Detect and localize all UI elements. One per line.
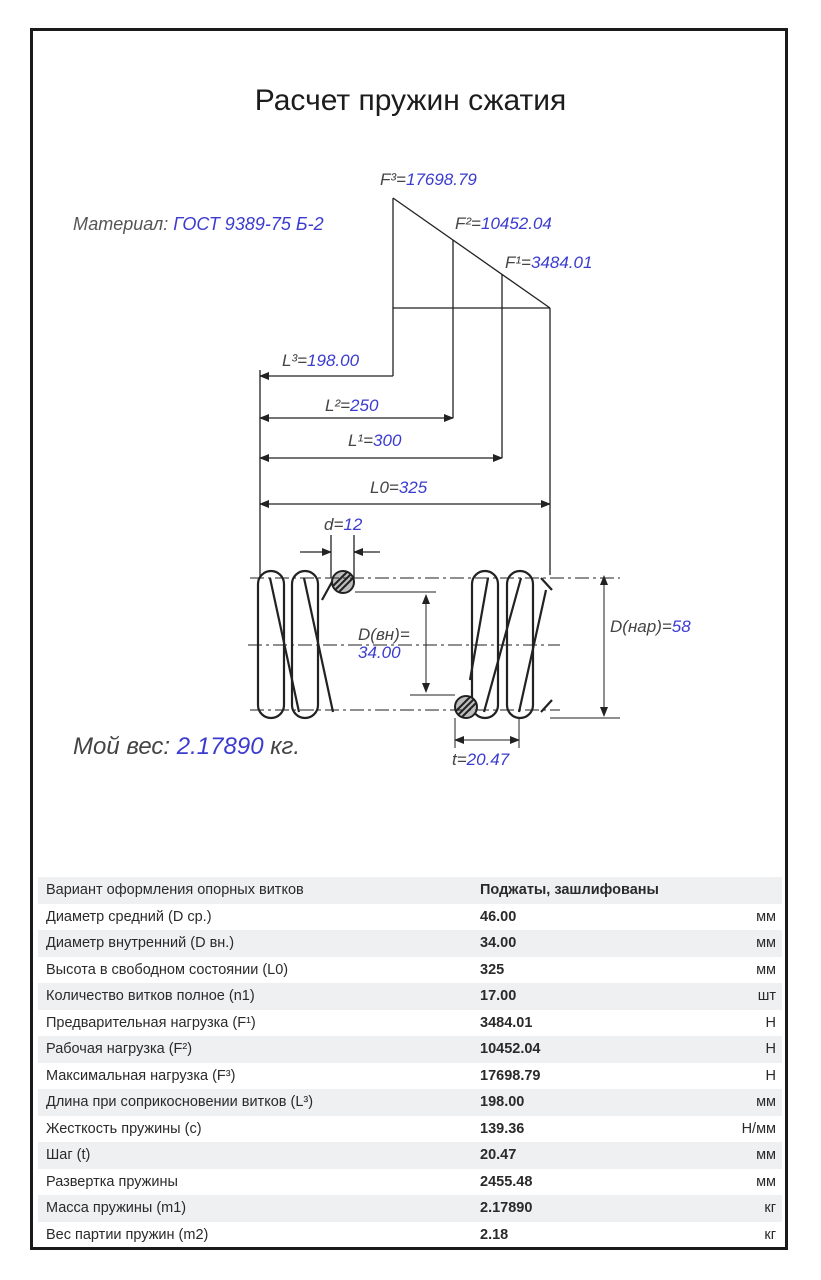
table-cell-unit: мм: [756, 908, 776, 925]
table-cell-unit: кг: [764, 1226, 776, 1243]
table-cell-name: Длина при соприкосновении витков (L³): [38, 1089, 472, 1116]
l3-label: L³=198.00: [282, 351, 360, 370]
table-cell-unit: мм: [756, 961, 776, 978]
table-cell-unit: мм: [698, 1142, 782, 1169]
table-cell-name: Жесткость пружины (c): [46, 1120, 202, 1137]
page-title: Расчет пружин сжатия: [254, 84, 567, 117]
table-row: Диаметр средний (D ср.) 46.00 мм: [38, 904, 782, 931]
table-cell-value: 2.18: [480, 1226, 509, 1243]
table-cell-value: 10452.04: [472, 1036, 698, 1063]
table-cell-name: Вариант оформления опорных витков: [38, 877, 472, 904]
table-cell-name: Количество витков полное (n1): [38, 983, 472, 1010]
wire-sections: [331, 570, 478, 719]
table-cell-name: Рабочая нагрузка (F²): [38, 1036, 472, 1063]
force-diagram: [259, 197, 551, 575]
table-cell-value: 139.36: [480, 1120, 525, 1137]
table-cell-value: 20.47: [472, 1142, 698, 1169]
table-cell-value: 17698.79: [480, 1067, 541, 1084]
table-cell-unit: шт: [698, 983, 782, 1010]
table-cell-name: Диаметр средний (D ср.): [46, 908, 212, 925]
table-cell-name: Высота в свободном состоянии (L0): [46, 961, 289, 978]
table-cell-name: Вес партии пружин (m2): [46, 1226, 209, 1243]
table-cell-unit: кг: [698, 1195, 782, 1222]
f2-label: F²=10452.04: [455, 214, 552, 233]
d-outer-label: D(нар)=58: [610, 617, 691, 636]
table-cell-unit: Н: [765, 1067, 776, 1084]
length-dimensions: [259, 370, 551, 578]
table-cell-name: Предварительная нагрузка (F¹): [46, 1014, 256, 1031]
reference-lines: [248, 575, 620, 719]
table-cell-name: Шаг (t): [38, 1142, 472, 1169]
table-cell-value: 2455.48: [480, 1173, 533, 1190]
table-row: Длина при соприкосновении витков (L³)198…: [38, 1089, 782, 1116]
table-cell-unit: мм: [698, 1089, 782, 1116]
table-cell-unit: мм: [698, 930, 782, 957]
l1-label: L¹=300: [348, 431, 402, 450]
table-row: Развертка пружины 2455.48 мм: [38, 1169, 782, 1196]
table-cell-name: Диаметр внутренний (D вн.): [38, 930, 472, 957]
table-cell-unit: Н/мм: [741, 1120, 776, 1137]
material-value: ГОСТ 9389-75 Б-2: [173, 214, 324, 234]
table-cell-unit: [698, 877, 782, 904]
table-row: Высота в свободном состоянии (L0) 325 мм: [38, 957, 782, 984]
spring-coils-left: [256, 569, 335, 720]
table-row: Жесткость пружины (c) 139.36 Н/мм: [38, 1116, 782, 1143]
l0-label: L0=325: [370, 478, 428, 497]
table-cell-value: 17.00: [472, 983, 698, 1010]
table-cell-value: 325: [480, 961, 505, 978]
table-cell-unit: Н: [698, 1036, 782, 1063]
table-cell-name: Развертка пружины: [46, 1173, 178, 1190]
table-row: Максимальная нагрузка (F³) 17698.79 Н: [38, 1063, 782, 1090]
table-cell-name: Масса пружины (m1): [38, 1195, 472, 1222]
l2-label: L²=250: [325, 396, 379, 415]
pitch-dimension: [454, 718, 520, 748]
table-cell-value: 34.00: [472, 930, 698, 957]
table-cell-value: 198.00: [472, 1089, 698, 1116]
table-row: Вес партии пружин (m2) 2.18 кг: [38, 1222, 782, 1249]
d-label: d=12: [324, 515, 363, 534]
weight-label: Мой вес: 2.17890 кг.: [73, 733, 301, 760]
table-cell-name: Максимальная нагрузка (F³): [46, 1067, 236, 1084]
table-row: Предварительная нагрузка (F¹) 3484.01 Н: [38, 1010, 782, 1037]
material-caption: Материал:: [73, 214, 169, 234]
table-cell-value: 46.00: [480, 908, 517, 925]
table-cell-unit: мм: [756, 1173, 776, 1190]
wire-diameter-dimension: [300, 535, 380, 578]
table-cell-value: 2.17890: [472, 1195, 698, 1222]
table-cell-value: Поджаты, зашлифованы: [472, 877, 698, 904]
table-cell-value: 3484.01: [480, 1014, 533, 1031]
d-inner-label: D(вн)= 34.00: [358, 625, 410, 662]
t-label: t=20.47: [452, 750, 510, 769]
f1-label: F¹=3484.01: [505, 253, 593, 272]
material-label: Материал: ГОСТ 9389-75 Б-2: [73, 214, 324, 235]
f3-label: F³=17698.79: [380, 170, 477, 189]
table-cell-unit: Н: [765, 1014, 776, 1031]
